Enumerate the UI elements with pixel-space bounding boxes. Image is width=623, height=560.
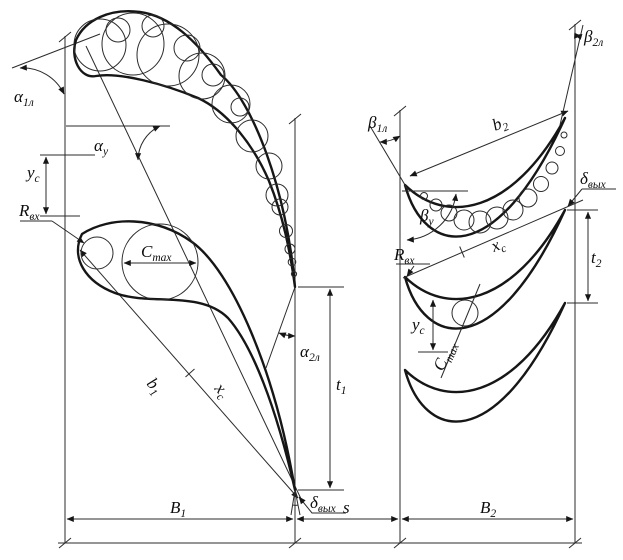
delta-out-leader-right <box>568 188 616 206</box>
inscribed-circle <box>235 119 269 153</box>
inscribed-circle <box>211 84 251 124</box>
alpha2l-angle-arc <box>278 332 296 339</box>
label-s: s <box>343 498 350 517</box>
nozzle-vane-profile <box>73 10 298 289</box>
left-stagger-line <box>85 45 304 504</box>
alpha2l-flow-line <box>265 286 296 369</box>
label-beta-u: βу <box>419 206 434 228</box>
nozzle-vane-thickness-circles <box>73 12 298 278</box>
inscribed-circle <box>533 176 549 192</box>
inscribed-circle <box>279 224 293 238</box>
label-delta-out-left: δвых <box>310 493 337 515</box>
inscribed-circle <box>468 210 492 234</box>
xc-tick-right <box>459 246 465 258</box>
beta1l-angle-arc <box>379 135 401 145</box>
label-b1: b1 <box>141 374 167 399</box>
cmax-leader-right <box>440 283 481 379</box>
xc-tick-left <box>185 368 195 378</box>
inscribed-circle <box>255 152 283 180</box>
beta1l-flow-line <box>369 125 409 191</box>
inscribed-circle <box>287 257 297 267</box>
inscribed-circle <box>485 206 509 230</box>
left-dimensions <box>19 64 574 523</box>
inscribed-circle <box>555 146 565 156</box>
label-r-inlet-left: Rвх <box>18 201 40 223</box>
alpha1l-angle-arc <box>19 64 65 95</box>
label-cmax-right: Cmax <box>429 337 462 375</box>
inscribed-circle <box>265 183 289 207</box>
inscribed-circle <box>502 199 524 221</box>
construction-lines <box>11 19 582 549</box>
inscribed-circle <box>290 270 298 278</box>
label-delta-out-right: δвых <box>580 169 607 191</box>
alpha-u-angle-arc <box>135 125 161 161</box>
beta2l-angle-arc <box>574 32 583 40</box>
label-B1: B1 <box>170 498 186 520</box>
labels: α1л αу yc Rвх Cmax b1 xc α2л t1 δвых B1 … <box>14 27 607 520</box>
top-ticks <box>58 19 582 125</box>
r-inlet-leader-right <box>396 263 430 276</box>
left-blade-outline <box>76 220 297 492</box>
inscribed-circle <box>101 12 165 76</box>
inscribed-circle <box>284 243 296 255</box>
inscribed-circle <box>105 17 131 43</box>
alpha1l-flow-line <box>11 33 101 69</box>
inscribed-circle <box>518 188 538 208</box>
label-t1: t1 <box>336 375 346 397</box>
label-beta1l: β1л <box>367 113 387 135</box>
xc-chord-line-right <box>402 199 584 279</box>
label-yc-left: yc <box>25 163 40 185</box>
label-beta2l: β2л <box>583 27 603 49</box>
label-alpha2l: α2л <box>300 342 320 364</box>
inscribed-circle <box>136 23 200 87</box>
cmax-circle-right <box>451 299 479 327</box>
label-alpha1l: α1л <box>14 87 34 109</box>
right-cascade <box>403 116 568 423</box>
beta2l-flow-line <box>559 24 584 126</box>
rotor-blade-outline-3 <box>403 301 567 423</box>
label-t2: t2 <box>591 248 602 270</box>
leading-edge-circle <box>80 236 114 270</box>
label-r-inlet-right: Rвх <box>393 245 415 267</box>
inscribed-circle <box>73 18 127 72</box>
inscribed-circle <box>178 52 226 100</box>
label-b2: b2 <box>489 112 511 138</box>
b2-dimension <box>409 110 569 177</box>
beta-u-angle-arc <box>406 193 459 243</box>
trailing-edge-wedge-left <box>290 489 301 516</box>
inscribed-circle <box>560 131 568 139</box>
delta-out-leader-left <box>298 496 346 514</box>
inscribed-circle <box>141 14 165 38</box>
inscribed-circle <box>230 97 250 117</box>
bottom-ticks <box>58 537 582 549</box>
inscribed-circle <box>201 63 225 87</box>
right-dimensions <box>369 24 616 353</box>
inscribed-circle <box>271 198 289 216</box>
inscribed-circle <box>453 209 475 231</box>
nozzle-vane-outline <box>73 10 297 289</box>
r-inlet-leader-left <box>20 220 84 243</box>
label-yc-right: yc <box>410 315 425 337</box>
inscribed-circle <box>545 161 559 175</box>
label-alpha-u: αу <box>94 136 109 158</box>
left-blade-profile <box>76 220 301 516</box>
cmax-circle-left <box>121 223 199 301</box>
rotor-blade-thickness-circles <box>420 131 568 234</box>
inscribed-circle <box>173 34 201 62</box>
label-cmax-left: Cmax <box>141 242 172 264</box>
label-B2: B2 <box>480 498 496 520</box>
